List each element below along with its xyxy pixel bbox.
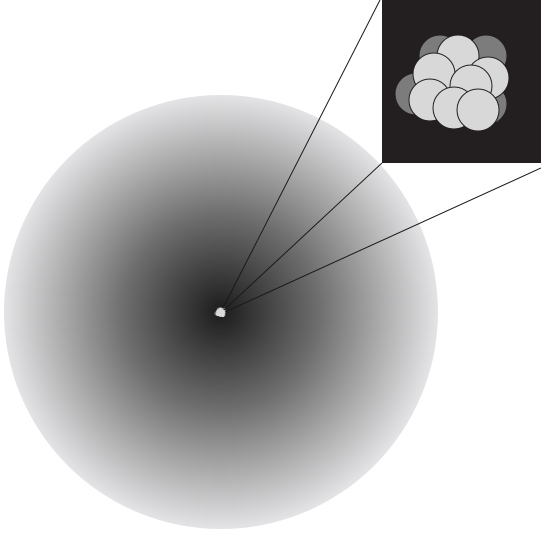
proton bbox=[457, 89, 499, 131]
center-nucleon bbox=[221, 313, 225, 317]
nucleus-inset bbox=[382, 0, 541, 163]
